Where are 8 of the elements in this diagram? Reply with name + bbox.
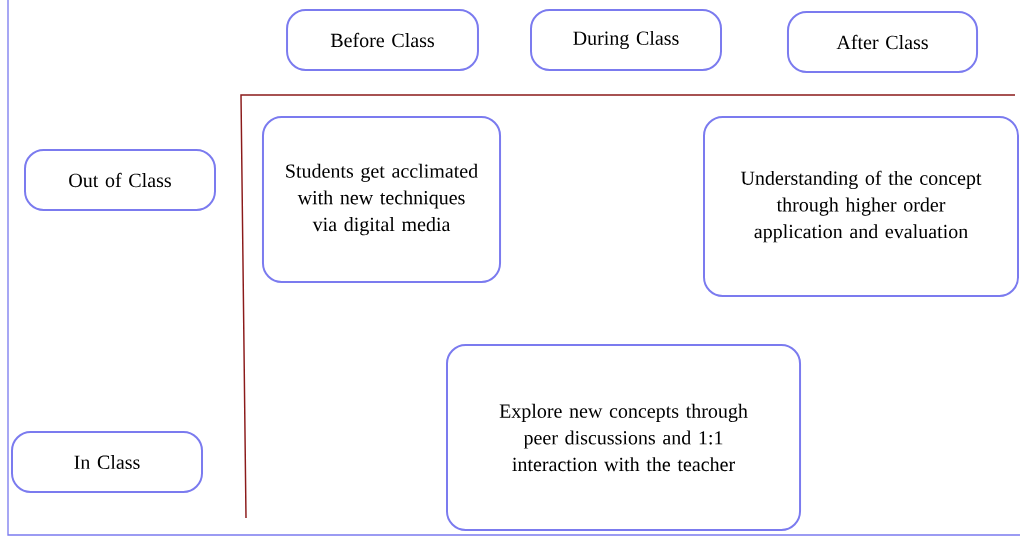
label-box: During Class [530,9,722,71]
label-box: Out of Class [24,149,216,211]
label-box: Before Class [286,9,479,71]
label-box: After Class [787,11,979,73]
label-box: In Class [11,431,203,493]
label-box: Understanding of the concept through higher order application and evaluation [703,116,1019,297]
label-box: Explore new concepts through peer discussions and 1:1 interaction with the teacher [445,343,802,532]
label-box: Students get acclimated with new techniques via digital media [261,115,502,284]
